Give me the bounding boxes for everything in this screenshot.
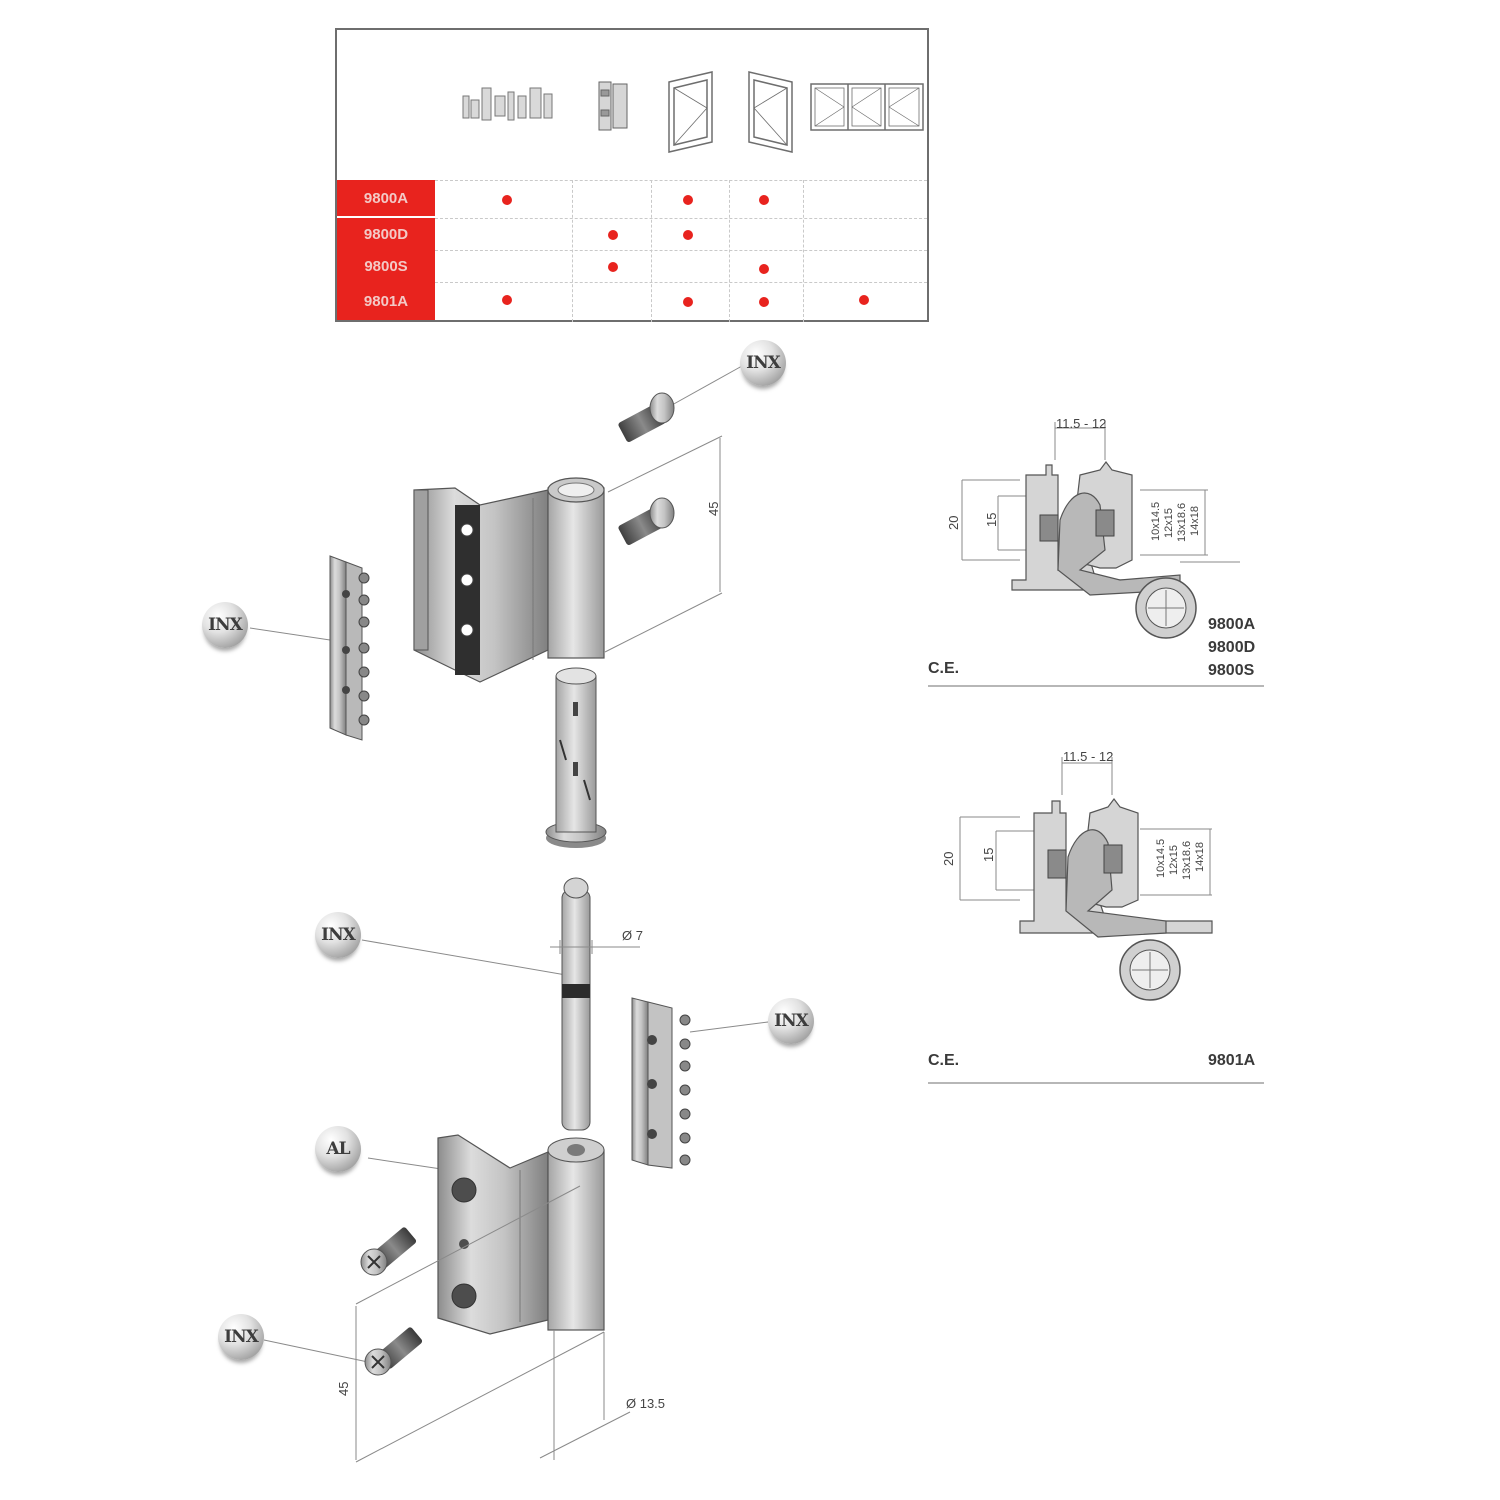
door-right-icon	[748, 71, 793, 153]
profile-spec-label: 14x18	[1194, 842, 1206, 872]
compat-mark	[502, 295, 512, 305]
row-divider	[435, 180, 927, 181]
lower-cover-plate	[631, 997, 691, 1169]
inx-badge: INX	[768, 998, 814, 1044]
gap-range-label: 11.5 - 12	[1056, 416, 1107, 431]
section-divider	[928, 1082, 1264, 1084]
row-divider	[435, 282, 927, 283]
compat-mark	[759, 264, 769, 274]
cross-section-9801-drawing	[959, 757, 1213, 1001]
upper-cover-plate	[329, 555, 370, 741]
dim-20-label: 20	[941, 851, 956, 866]
leader-lines	[249, 365, 769, 1363]
model-label-9800a: 9800A	[1208, 616, 1256, 633]
profile-spec-label: 10x14.5	[1150, 501, 1162, 541]
inx-badge: INX	[740, 340, 786, 386]
hinge-pair-icon	[598, 81, 628, 131]
compat-mark	[859, 295, 869, 305]
row-code: 9800S	[337, 250, 435, 282]
door-left-icon	[668, 71, 713, 153]
table-row-9800s: 9800S	[337, 250, 927, 282]
gap-range-label: 11.5 - 12	[1063, 749, 1114, 764]
inx-badge: INX	[202, 602, 248, 648]
row-divider	[435, 218, 927, 219]
profile-spec-label: 13x18.6	[1176, 502, 1188, 542]
pin-diameter-label: Ø 7	[622, 928, 643, 943]
lower-screw-1	[360, 1227, 417, 1276]
profile-spec-label: 13x18.6	[1181, 840, 1193, 880]
row-code: 9800D	[337, 218, 435, 250]
column-divider	[651, 180, 652, 322]
column-divider	[729, 180, 730, 322]
lower-dimension-lines	[355, 1185, 631, 1463]
dim-20-label: 20	[946, 515, 961, 530]
profile-spec-label: 12x15	[1168, 845, 1180, 875]
upper-dimension-lines	[604, 435, 723, 653]
compat-mark	[502, 195, 512, 205]
al-badge: AL	[315, 1126, 361, 1172]
table-header-icons	[462, 71, 924, 153]
compat-mark	[683, 195, 693, 205]
ce-label: C.E.	[928, 660, 960, 677]
section-divider	[928, 685, 1264, 687]
accessories-icon	[462, 87, 553, 121]
model-label-9801a: 9801A	[1208, 1052, 1256, 1069]
model-label-9800d: 9800D	[1208, 639, 1256, 656]
row-code: 9801A	[337, 282, 435, 320]
cross-section-9800-drawing	[961, 422, 1240, 639]
lower-hinge-leaf	[437, 1134, 605, 1335]
inx-badge: INX	[218, 1314, 264, 1360]
hinge-pin	[550, 877, 640, 1131]
compat-mark	[683, 297, 693, 307]
ce-label: C.E.	[928, 1052, 960, 1069]
profile-spec-label: 14x18	[1189, 506, 1201, 536]
lower-leaf-height-label: 45	[336, 1381, 351, 1396]
row-divider	[435, 250, 927, 251]
table-row-9801a: 9801A	[337, 282, 927, 320]
triple-window-icon	[810, 83, 924, 131]
barrel-diameter-label: Ø 13.5	[626, 1396, 666, 1411]
compat-mark	[608, 262, 618, 272]
profile-spec-label: 10x14.5	[1155, 838, 1167, 878]
inx-badge: INX	[315, 912, 361, 958]
model-label-9800s: 9800S	[1208, 662, 1255, 679]
upper-hinge-leaf	[413, 477, 605, 683]
pin-sleeve	[545, 667, 607, 848]
lower-screw-2	[364, 1327, 423, 1376]
compat-mark	[683, 230, 693, 240]
top-screw	[618, 392, 675, 442]
table-row-9800d: 9800D	[337, 218, 927, 250]
dim-15-label: 15	[984, 512, 999, 527]
compat-mark	[759, 195, 769, 205]
compat-mark	[759, 297, 769, 307]
middle-screw	[618, 497, 675, 545]
compatibility-table: 9800A 9800D 9800S 9801A	[335, 28, 929, 322]
profile-spec-label: 12x15	[1163, 508, 1175, 538]
table-row-9800a: 9800A	[337, 180, 927, 216]
compat-mark	[608, 230, 618, 240]
upper-leaf-height-label: 45	[706, 501, 721, 516]
dim-15-label: 15	[981, 847, 996, 862]
column-divider	[572, 180, 573, 322]
column-divider	[803, 180, 804, 322]
row-code: 9800A	[337, 180, 435, 216]
